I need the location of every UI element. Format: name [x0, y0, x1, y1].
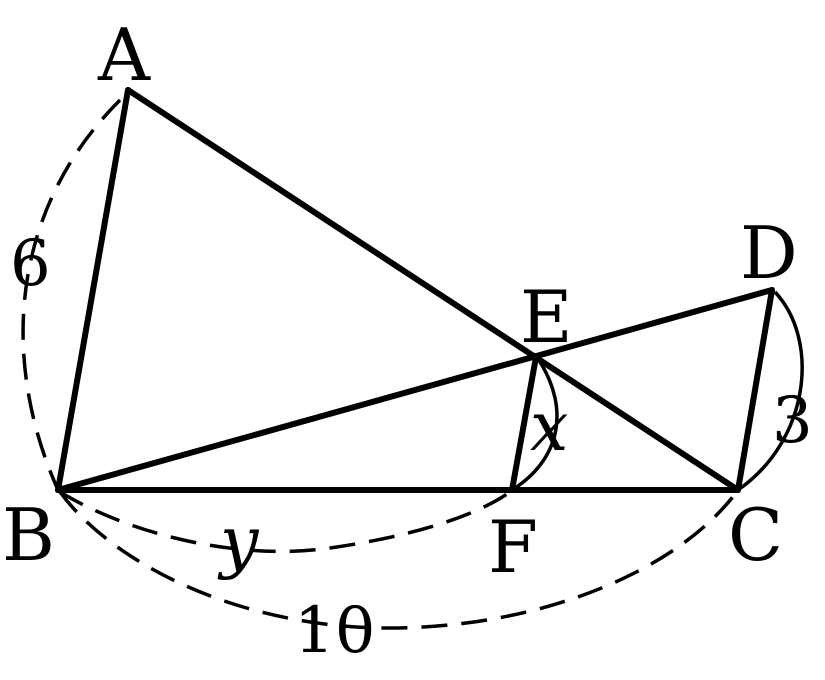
label-point-f: F	[488, 505, 538, 589]
label-length-ef: x	[530, 388, 568, 467]
arc-bf	[59, 490, 512, 554]
segment-cd	[735, 287, 775, 493]
arc-ef	[511, 361, 559, 492]
label-point-d: D	[740, 211, 798, 295]
segment-ac	[125, 87, 741, 493]
label-point-c: C	[728, 493, 783, 577]
label-point-a: A	[97, 13, 151, 97]
segment-bd	[55, 287, 775, 493]
segment-ef	[509, 354, 539, 493]
arc-cd	[737, 290, 804, 492]
label-length-bf: y	[217, 503, 260, 582]
segment-ab	[55, 87, 131, 493]
arc-ab	[21, 98, 122, 491]
label-length-ab: 6	[10, 227, 51, 301]
arc-bc	[58, 488, 740, 630]
label-point-e: E	[520, 275, 573, 359]
label-length-cd: 3	[772, 384, 813, 458]
label-length-bc: 10	[294, 594, 375, 668]
label-point-b: B	[2, 493, 55, 577]
